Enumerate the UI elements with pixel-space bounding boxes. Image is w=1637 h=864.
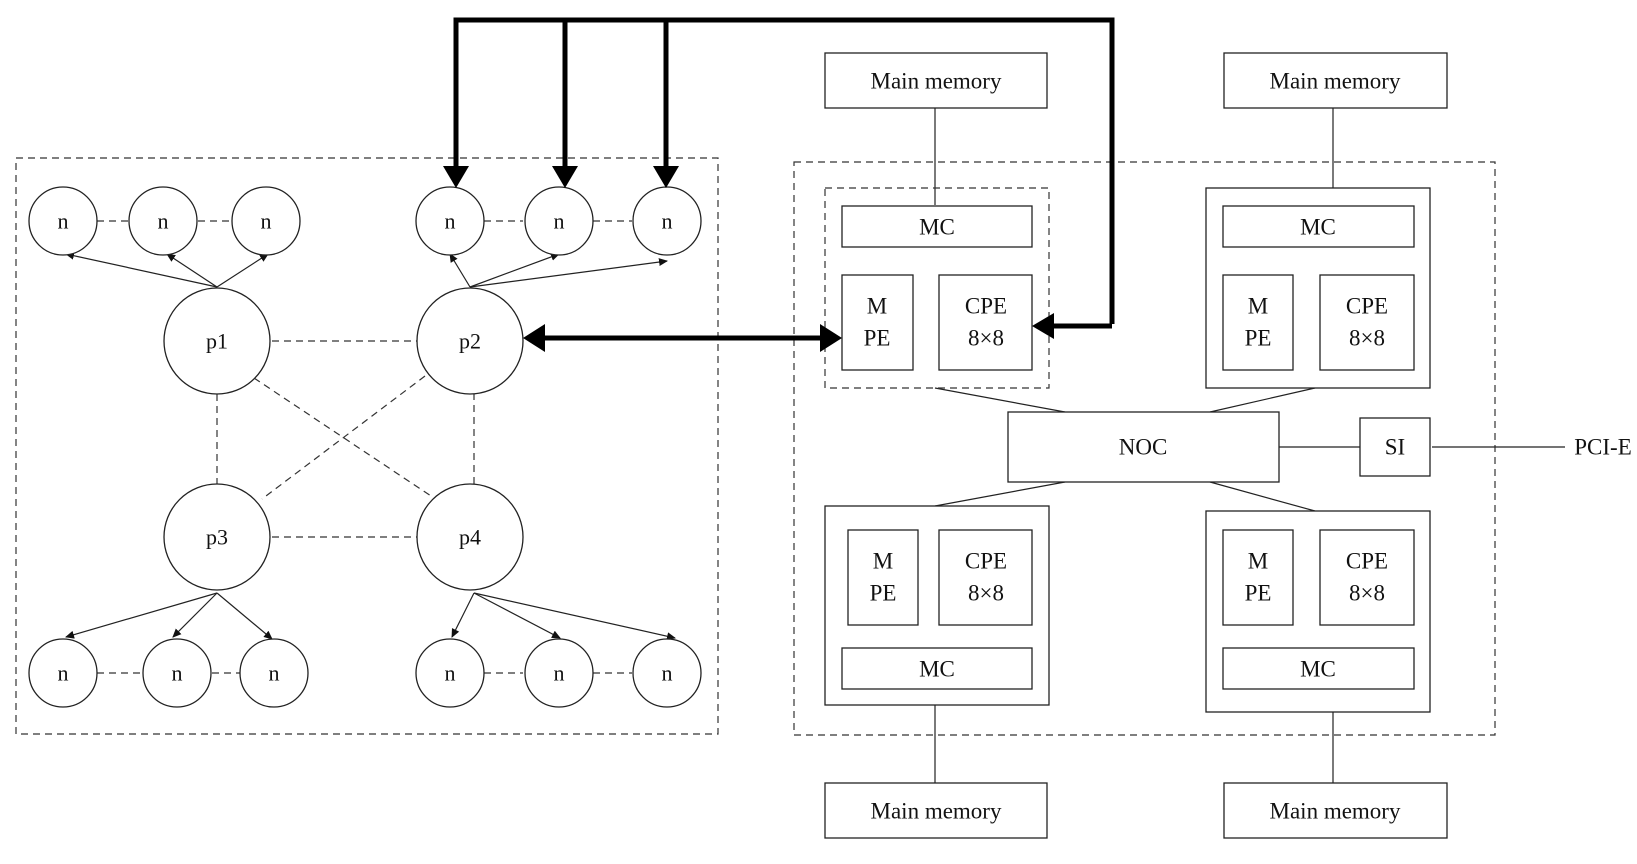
double-arrow-right-head: [820, 324, 842, 352]
thick-connections: [443, 17, 1115, 352]
main-memory-bottom-left-label: Main memory: [871, 799, 1002, 824]
leaf-node-4-label: n: [445, 209, 456, 234]
leaf-node-9-label: n: [269, 661, 280, 686]
main-memory-top-left: Main memory: [824, 52, 1048, 109]
core-group-4-cpe-line2: 8×8: [1349, 581, 1385, 606]
pcie-label: PCI-E: [1574, 435, 1632, 460]
architecture-connectors: [934, 108, 1565, 783]
core-group-3-mpe-line2: PE: [870, 581, 897, 606]
process-node-p2-label: p2: [459, 329, 481, 354]
core-group-4-cpe-line1: CPE: [1346, 549, 1388, 574]
process-node-p3-label: p3: [206, 525, 228, 550]
core-group-3-mpe: [847, 529, 919, 626]
leaf-node-11-label: n: [554, 661, 565, 686]
main-memory-bottom-right-label: Main memory: [1270, 799, 1401, 824]
leaf-node-5: n: [524, 186, 594, 256]
noc-box: NOC: [1007, 411, 1280, 483]
leaf-node-10: n: [415, 638, 485, 708]
fanout-arrows: [65, 251, 676, 641]
leaf-node-6-label: n: [662, 209, 673, 234]
si-label: SI: [1385, 435, 1405, 460]
process-graph: p1 p2 p3 p4 n n n n: [15, 157, 719, 735]
core-group-2-cpe: [1319, 274, 1415, 371]
processor-architecture: Main memory Main memory Main memory Main…: [793, 52, 1632, 839]
leaf-node-8-label: n: [172, 661, 183, 686]
core-group-1-mpe-line2: PE: [864, 326, 891, 351]
leaf-node-2: n: [128, 186, 198, 256]
noc-label: NOC: [1119, 435, 1168, 460]
leaf-node-9: n: [239, 638, 309, 708]
core-group-3: M PE CPE 8×8 MC: [824, 505, 1050, 706]
main-memory-bottom-left: Main memory: [824, 782, 1048, 839]
main-memory-top-right-label: Main memory: [1270, 69, 1401, 94]
bus-arrow-head-1: [443, 166, 469, 188]
core-group-3-mc: [841, 647, 1033, 690]
process-node-p4: p4: [416, 483, 524, 591]
core-group-2: MC M PE CPE 8×8: [1205, 187, 1431, 389]
double-arrow-left-head: [523, 324, 545, 352]
core-group-2-mc-label: MC: [1300, 215, 1336, 240]
process-links: [216, 340, 475, 538]
bus-arrow-head-cpe: [1032, 313, 1054, 339]
main-memory-top-left-label: Main memory: [871, 69, 1002, 94]
process-graph-boundary: [15, 157, 719, 735]
core-group-1-cpe-line2: 8×8: [968, 326, 1004, 351]
core-group-3-mpe-line1: M: [873, 549, 893, 574]
si-box: SI: [1359, 417, 1431, 477]
core-group-4-mpe-line2: PE: [1245, 581, 1272, 606]
process-node-p1: p1: [163, 287, 271, 395]
leaf-node-1: n: [28, 186, 98, 256]
core-group-2-mpe-line2: PE: [1245, 326, 1272, 351]
leaf-node-12: n: [632, 638, 702, 708]
core-group-2-mpe: [1222, 274, 1294, 371]
core-group-3-cpe-line2: 8×8: [968, 581, 1004, 606]
main-memory-bottom-right: Main memory: [1223, 782, 1448, 839]
core-group-4-cpe: [1319, 529, 1415, 626]
leaf-node-11: n: [524, 638, 594, 708]
leaf-node-5-label: n: [554, 209, 565, 234]
leaf-node-7-label: n: [58, 661, 69, 686]
process-node-p4-label: p4: [459, 525, 481, 550]
core-group-4-mpe-line1: M: [1248, 549, 1268, 574]
core-group-2-cpe-line1: CPE: [1346, 294, 1388, 319]
process-node-p2: p2: [416, 287, 524, 395]
leaf-links: [97, 220, 632, 674]
core-group-3-mc-label: MC: [919, 657, 955, 682]
leaf-node-7: n: [28, 638, 98, 708]
main-memory-top-right: Main memory: [1223, 52, 1448, 109]
core-group-2-cpe-line2: 8×8: [1349, 326, 1385, 351]
leaf-node-3: n: [231, 186, 301, 256]
leaf-node-3-label: n: [261, 209, 272, 234]
core-group-2-mc: [1222, 205, 1415, 248]
core-group-4-mc-label: MC: [1300, 657, 1336, 682]
leaf-node-8: n: [142, 638, 212, 708]
core-group-1-mpe: [841, 274, 914, 371]
leaf-node-1-label: n: [58, 209, 69, 234]
core-group-1-mc: [841, 205, 1033, 248]
leaf-node-2-label: n: [158, 209, 169, 234]
core-group-1-cpe: [938, 274, 1033, 371]
process-node-p1-label: p1: [206, 329, 228, 354]
leaf-node-4: n: [415, 186, 485, 256]
core-group-3-cpe-line1: CPE: [965, 549, 1007, 574]
processor-boundary: [793, 161, 1496, 736]
core-group-4: M PE CPE 8×8 MC: [1205, 510, 1431, 713]
leaf-node-10-label: n: [445, 661, 456, 686]
process-node-p3: p3: [163, 483, 271, 591]
core-group-1-mpe-line1: M: [867, 294, 887, 319]
core-group-3-cpe: [938, 529, 1033, 626]
bus-arrow-head-2: [552, 166, 578, 188]
core-group-1-mc-label: MC: [919, 215, 955, 240]
core-group-4-mc: [1222, 647, 1415, 690]
core-group-1-cpe-line1: CPE: [965, 294, 1007, 319]
bus-arrow-head-3: [653, 166, 679, 188]
leaf-node-12-label: n: [662, 661, 673, 686]
core-group-4-mpe: [1222, 529, 1294, 626]
leaf-node-6: n: [632, 186, 702, 256]
core-group-1: MC M PE CPE 8×8: [824, 187, 1050, 389]
core-group-2-mpe-line1: M: [1248, 294, 1268, 319]
